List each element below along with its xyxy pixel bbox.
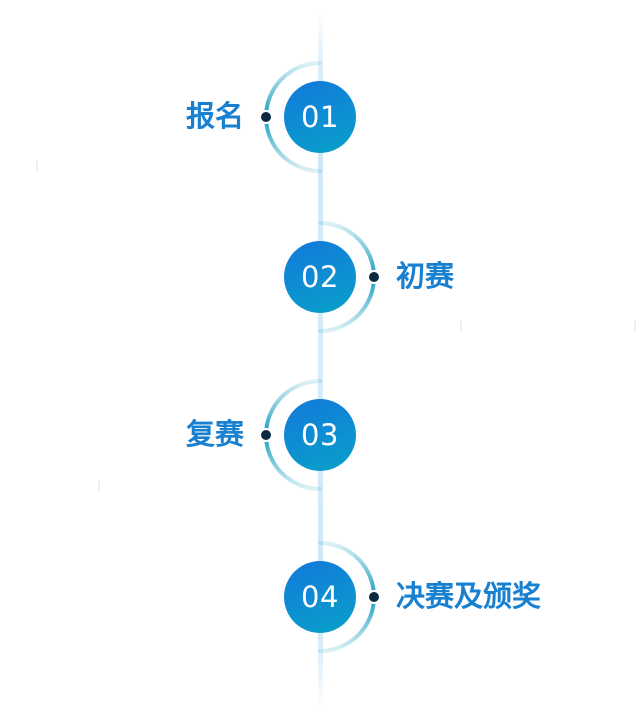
step-4-arc xyxy=(318,541,381,653)
step-2-connector-dot xyxy=(367,270,381,284)
step-3-connector-dot xyxy=(259,428,273,442)
step-3-number: 03 xyxy=(284,399,356,471)
step-2-arc xyxy=(318,221,381,333)
step-1-label: 报名 xyxy=(185,99,244,133)
step-4-connector-dot xyxy=(367,590,381,604)
step-2-number: 02 xyxy=(284,241,356,313)
step-1-connector-dot xyxy=(259,110,273,124)
timeline-step-2: 02 初赛 xyxy=(240,216,454,336)
step-1-number: 01 xyxy=(284,81,356,153)
decor-speck xyxy=(634,320,636,332)
step-4-number: 04 xyxy=(284,561,356,633)
step-3-label: 复赛 xyxy=(185,417,244,451)
step-4-label: 决赛及颁奖 xyxy=(396,579,542,613)
decor-speck xyxy=(460,320,462,332)
step-3-arc xyxy=(259,379,322,491)
step-2-label: 初赛 xyxy=(396,259,455,293)
timeline-step-3: 03 复赛 xyxy=(186,374,400,494)
step-1-arc xyxy=(259,61,322,173)
decor-speck xyxy=(98,480,100,492)
timeline-step-4: 04 决赛及颁奖 xyxy=(240,536,541,656)
timeline-step-1: 01 报名 xyxy=(186,56,400,176)
timeline-axis xyxy=(318,10,323,710)
decor-speck xyxy=(36,160,38,172)
